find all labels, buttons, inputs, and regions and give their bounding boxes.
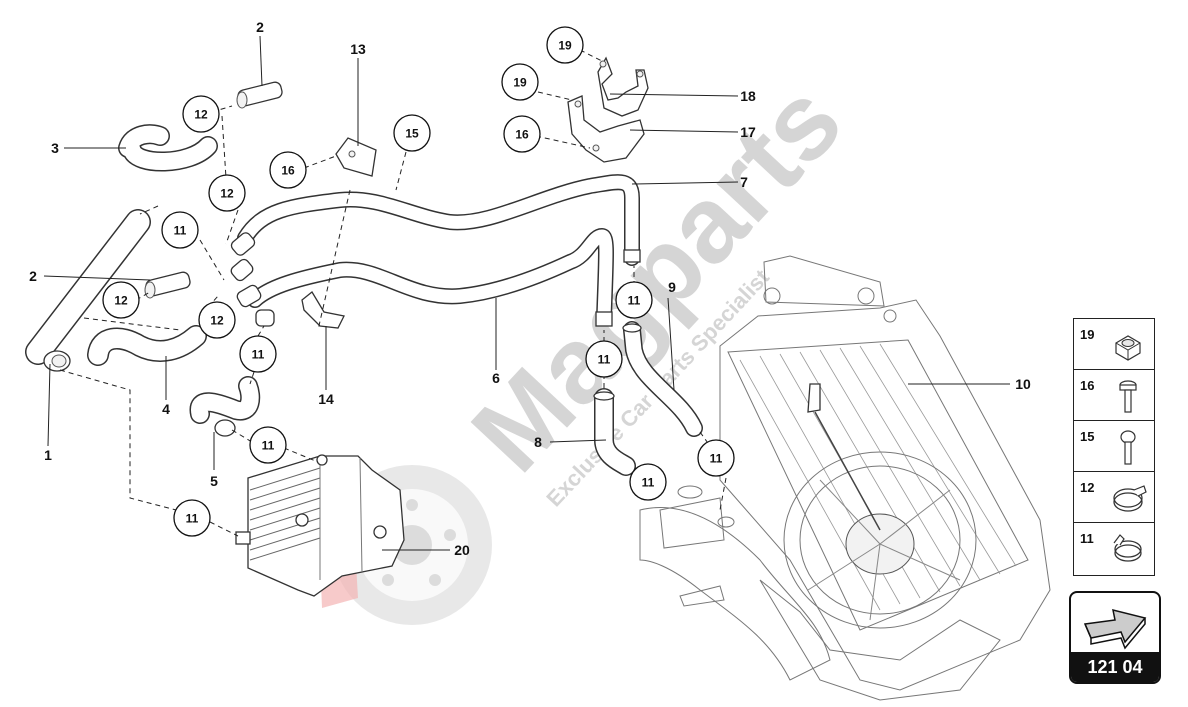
- svg-text:16: 16: [281, 164, 295, 178]
- svg-text:12: 12: [194, 108, 208, 122]
- label-part-2-upper: 2: [256, 19, 264, 35]
- pipe-part-6: [236, 227, 614, 327]
- next-page-reference[interactable]: 121 04: [1069, 591, 1161, 684]
- hose-clamp-icon: [1113, 534, 1142, 562]
- callout-11f: 11: [585, 340, 623, 378]
- hose-part-1: [25, 209, 151, 372]
- svg-text:11: 11: [628, 294, 641, 308]
- label-part-18: 18: [740, 88, 756, 104]
- label-part-10: 10: [1015, 376, 1031, 392]
- svg-text:16: 16: [515, 128, 529, 142]
- callout-12a: 12: [182, 95, 220, 133]
- legend-number: 19: [1080, 327, 1095, 342]
- nut-icon: [1115, 335, 1141, 361]
- callout-16b: 16: [269, 151, 307, 189]
- callout-11d: 11: [173, 499, 211, 537]
- svg-text:11: 11: [186, 512, 199, 526]
- callout-11a: 11: [161, 211, 199, 249]
- callout-19b: 19: [501, 63, 539, 101]
- callout-19a: 19: [546, 26, 584, 64]
- arrow-icon: [1083, 608, 1147, 650]
- callout-11h: 11: [697, 439, 735, 477]
- part-labels: 1 2 2 3 4 5 6 7 8 9 10 13 14 17 18 20: [29, 19, 1031, 558]
- svg-text:11: 11: [252, 348, 265, 362]
- label-part-17: 17: [740, 124, 756, 140]
- legend-row-15: 15: [1074, 421, 1154, 472]
- svg-text:11: 11: [710, 452, 723, 466]
- svg-text:15: 15: [405, 127, 419, 141]
- bracket-part-13: [335, 137, 377, 177]
- legend-row-11: 11: [1074, 523, 1154, 574]
- svg-text:11: 11: [642, 476, 655, 490]
- callout-16a: 16: [503, 115, 541, 153]
- label-part-7: 7: [740, 174, 748, 190]
- label-part-14: 14: [318, 391, 334, 407]
- label-part-3: 3: [51, 140, 59, 156]
- legend-number: 11: [1080, 531, 1094, 546]
- pipe-part-7: [230, 174, 641, 282]
- svg-text:11: 11: [598, 353, 611, 367]
- callout-11c: 11: [249, 426, 287, 464]
- bracket-part-17: [567, 95, 645, 163]
- label-part-6: 6: [492, 370, 500, 386]
- legend-number: 12: [1080, 480, 1095, 495]
- bolt-icon: [1119, 380, 1137, 413]
- bolt-round-head-icon: [1120, 430, 1136, 465]
- label-part-13: 13: [350, 41, 366, 57]
- svg-text:19: 19: [513, 76, 527, 90]
- legend-row-16: 16: [1074, 370, 1154, 421]
- hose-part-9: [622, 321, 703, 437]
- svg-text:12: 12: [210, 314, 224, 328]
- label-part-1: 1: [44, 447, 52, 463]
- svg-text:12: 12: [220, 187, 234, 201]
- legend-number: 15: [1080, 429, 1095, 444]
- svg-text:11: 11: [174, 224, 187, 238]
- svg-text:11: 11: [262, 439, 275, 453]
- callout-15: 15: [393, 114, 431, 152]
- oil-cooler-part-20: [235, 454, 405, 597]
- hose-part-3: [118, 124, 218, 172]
- callout-11b: 11: [239, 335, 277, 373]
- legend-row-19: 19: [1074, 319, 1154, 370]
- callout-12c: 12: [102, 281, 140, 319]
- connector-part-2-lower: [144, 271, 191, 299]
- label-part-4: 4: [162, 401, 170, 417]
- hose-part-4: [87, 325, 207, 366]
- label-part-20: 20: [454, 542, 470, 558]
- radiator-part-10: [639, 255, 1051, 701]
- reference-code: 121 04: [1071, 652, 1159, 682]
- label-part-9: 9: [668, 279, 676, 295]
- bracket-part-18: [597, 56, 649, 117]
- label-part-8: 8: [534, 434, 542, 450]
- label-part-2-lower: 2: [29, 268, 37, 284]
- hose-clamp-icon: [1113, 485, 1147, 512]
- connector-part-2-upper: [236, 81, 283, 109]
- svg-text:19: 19: [558, 39, 572, 53]
- svg-text:12: 12: [114, 294, 128, 308]
- callout-12b: 12: [208, 174, 246, 212]
- bracket-part-14: [301, 291, 345, 329]
- callout-11g: 11: [629, 463, 667, 501]
- fastener-legend: 19 16 15 12 11: [1073, 318, 1155, 576]
- legend-number: 16: [1080, 378, 1095, 393]
- callout-11e: 11: [615, 281, 653, 319]
- legend-row-12: 12: [1074, 472, 1154, 523]
- hose-part-5: [189, 376, 261, 437]
- label-part-5: 5: [210, 473, 218, 489]
- callout-12d: 12: [198, 301, 236, 339]
- leader-lines: [43, 35, 1010, 551]
